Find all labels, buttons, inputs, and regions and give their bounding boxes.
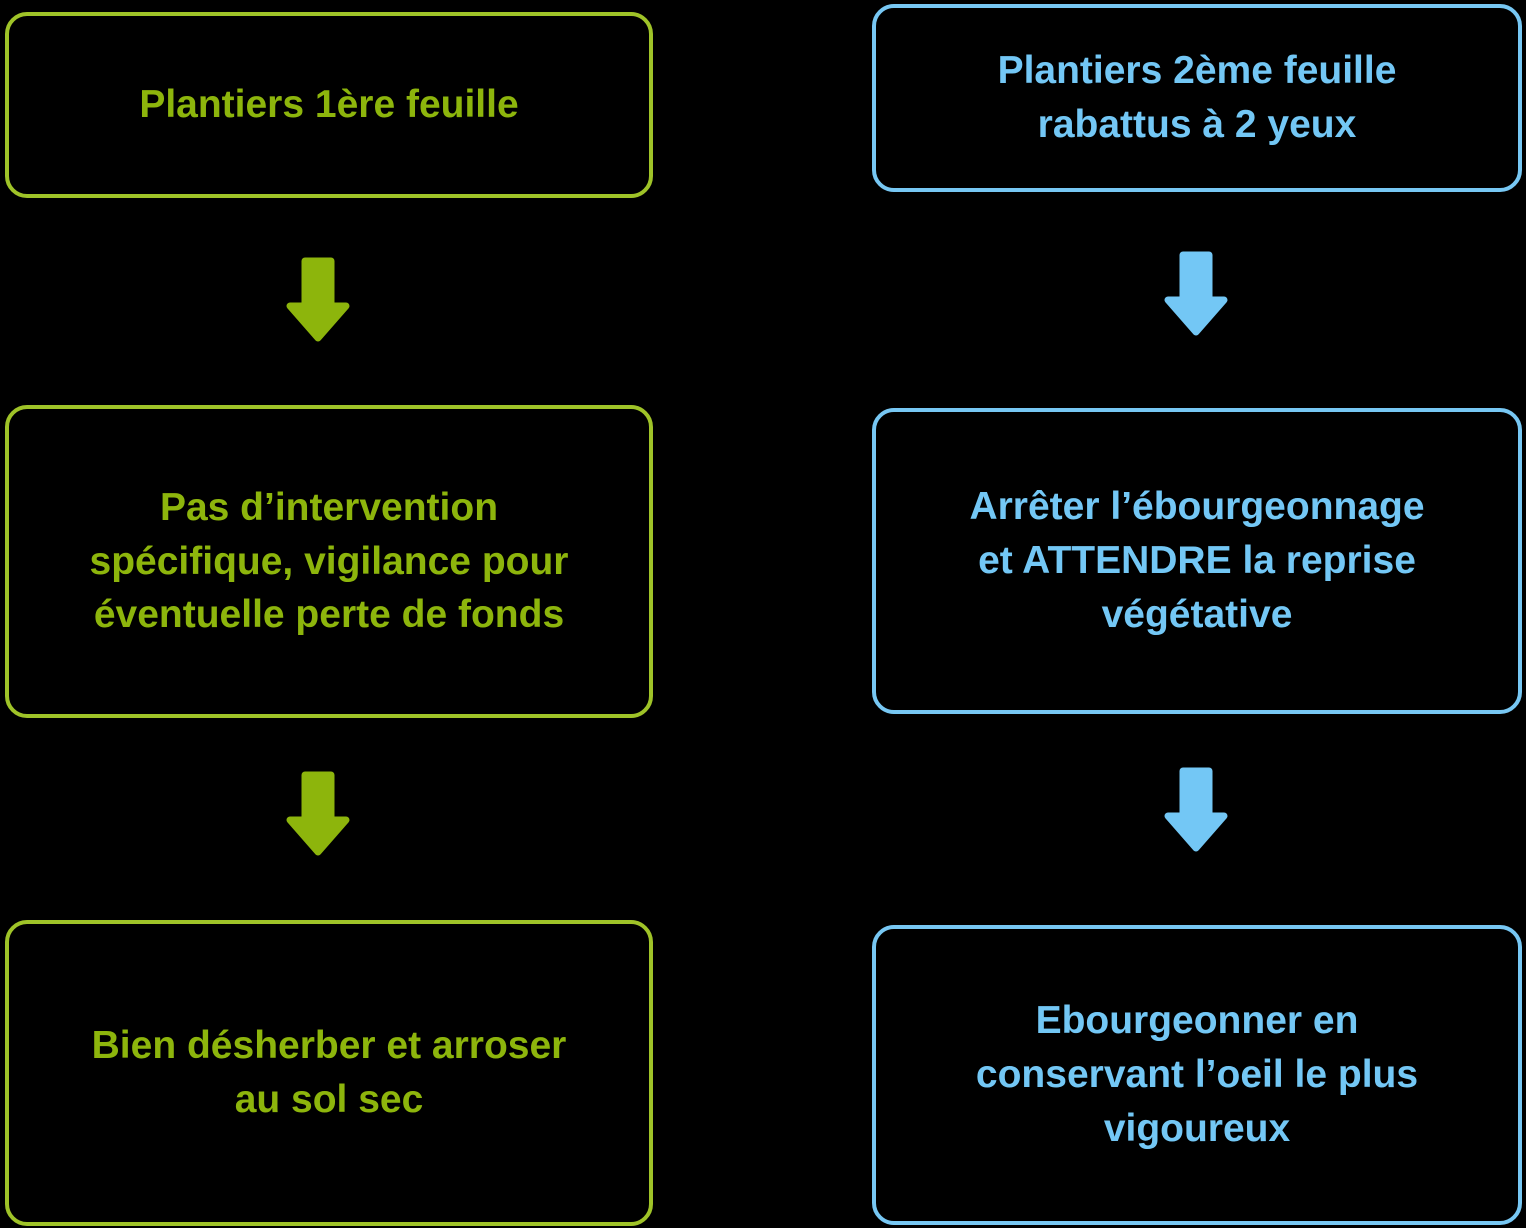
box-text-line: Plantiers 2ème feuille xyxy=(997,49,1397,93)
down-arrow-icon xyxy=(284,771,352,859)
flow-box-pas-d-intervention: Pas d’intervention spécifique, vigilance… xyxy=(5,405,653,718)
box-text-line: et ATTENDRE la reprise xyxy=(978,539,1416,583)
flow-box-bien-desherber: Bien désherber et arroser au sol sec xyxy=(5,920,653,1226)
box-text-line: vigoureux xyxy=(1103,1106,1291,1150)
box-text-line: Plantiers 1ère feuille xyxy=(139,83,519,127)
flow-box-plantiers-2eme-feuille: Plantiers 2ème feuille rabattus à 2 yeux xyxy=(872,4,1522,192)
down-arrow-icon xyxy=(1162,767,1230,855)
flow-box-plantiers-1ere-feuille: Plantiers 1ère feuille xyxy=(5,12,653,198)
box-text-line: éventuelle perte de fonds xyxy=(93,593,565,637)
down-arrow-icon xyxy=(1162,251,1230,339)
down-arrow-icon xyxy=(284,257,352,345)
box-text-line: Pas d’intervention xyxy=(159,485,499,529)
box-text-line: Bien désherber et arroser xyxy=(91,1024,567,1068)
box-text-line: rabattus à 2 yeux xyxy=(1037,103,1357,146)
flow-box-arreter-ebourgeonnage: Arrêter l’ébourgeonnage et ATTENDRE la r… xyxy=(872,408,1522,714)
box-text-line: végétative xyxy=(1101,592,1293,636)
box-text-line: au sol sec xyxy=(234,1078,424,1121)
box-text-line: Ebourgeonner en xyxy=(1035,999,1359,1043)
box-text-line: conservant l’oeil le plus xyxy=(975,1053,1419,1097)
flow-box-ebourgeonner: Ebourgeonner en conservant l’oeil le plu… xyxy=(872,925,1522,1225)
box-text-line: spécifique, vigilance pour xyxy=(89,539,569,583)
box-text-line: Arrêter l’ébourgeonnage xyxy=(969,485,1425,529)
